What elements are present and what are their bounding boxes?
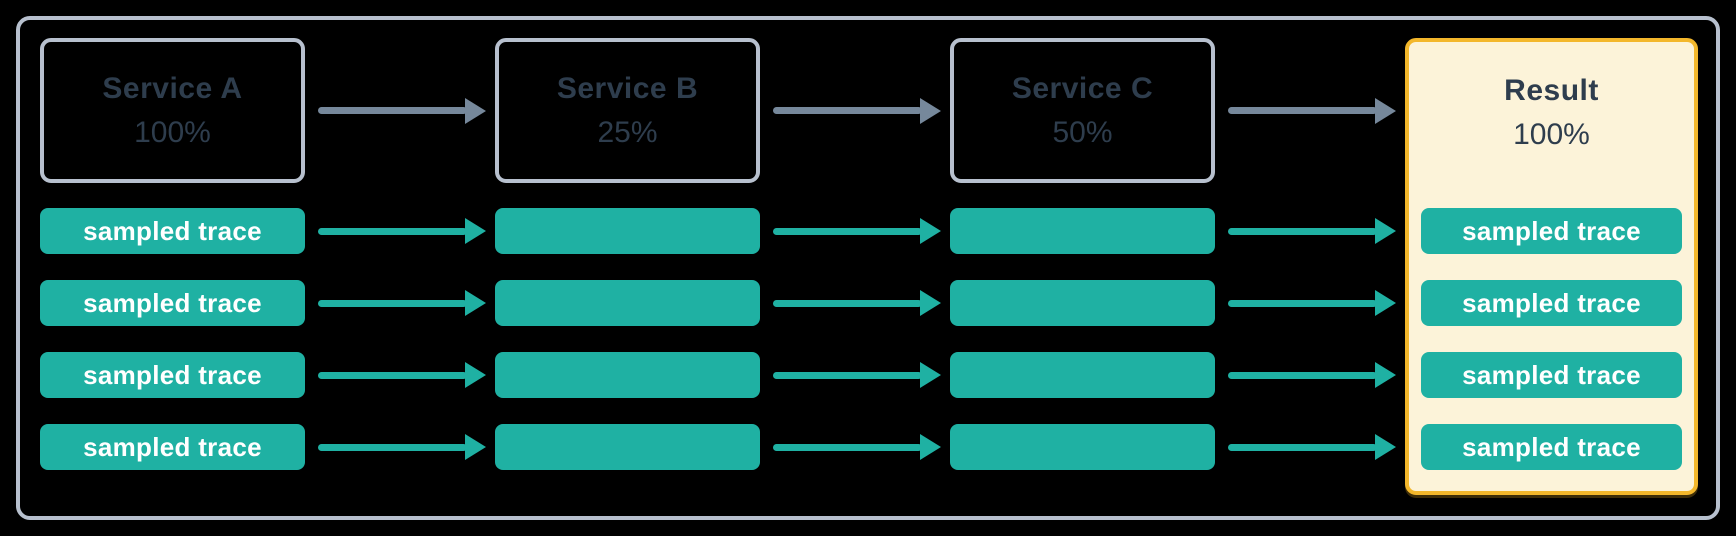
trace-bar — [495, 352, 760, 398]
arrow-right-icon — [1215, 362, 1405, 388]
header-arrow-slot — [1215, 38, 1405, 183]
trace-bar: sampled trace — [40, 352, 305, 398]
trace-bar — [495, 424, 760, 470]
service-b-box: Service B 25% — [495, 38, 760, 183]
arrow-right-icon — [305, 290, 495, 316]
service-c-title: Service C — [1011, 71, 1154, 105]
trace-bar — [950, 208, 1215, 254]
flow-gap-c-result — [1215, 38, 1405, 470]
arrow-right-icon — [305, 97, 495, 124]
arrow-right-icon — [760, 97, 950, 124]
header-arrow-slot — [305, 38, 495, 183]
arrow-right-icon — [760, 434, 950, 460]
trace-bar — [950, 424, 1215, 470]
trace-arrow-slots — [305, 208, 495, 470]
sampling-flow-diagram: Service A 100% sampled trace sampled tra… — [16, 16, 1720, 520]
arrow-right-icon — [305, 434, 495, 460]
service-a-trace-list: sampled trace sampled trace sampled trac… — [40, 208, 305, 470]
trace-bar: sampled trace — [1421, 424, 1682, 470]
trace-bar: sampled trace — [40, 208, 305, 254]
service-a-title: Service A — [102, 71, 243, 105]
trace-bar: sampled trace — [1421, 208, 1682, 254]
service-a-column: Service A 100% sampled trace sampled tra… — [40, 38, 305, 470]
result-trace-list: sampled trace sampled trace sampled trac… — [1409, 208, 1694, 470]
arrow-right-icon — [1215, 97, 1405, 124]
arrow-right-icon — [1215, 218, 1405, 244]
arrow-right-icon — [760, 290, 950, 316]
service-b-trace-list — [495, 208, 760, 470]
service-c-column: Service C 50% — [950, 38, 1215, 470]
result-sampling-rate: 100% — [1513, 117, 1590, 151]
header-arrow-slot — [760, 38, 950, 183]
trace-bar — [950, 352, 1215, 398]
arrow-right-icon — [760, 218, 950, 244]
arrow-right-icon — [1215, 290, 1405, 316]
result-title: Result — [1504, 73, 1599, 107]
trace-bar: sampled trace — [1421, 280, 1682, 326]
arrow-right-icon — [305, 218, 495, 244]
trace-bar: sampled trace — [40, 280, 305, 326]
trace-bar — [495, 208, 760, 254]
service-a-sampling-rate: 100% — [134, 115, 211, 149]
result-header: Result 100% — [1409, 42, 1694, 183]
trace-bar — [950, 280, 1215, 326]
flow-gap-b-c — [760, 38, 950, 470]
flow-gap-a-b — [305, 38, 495, 470]
service-b-title: Service B — [556, 71, 699, 105]
trace-arrow-slots — [760, 208, 950, 470]
service-c-box: Service C 50% — [950, 38, 1215, 183]
service-c-sampling-rate: 50% — [1052, 115, 1113, 149]
trace-bar: sampled trace — [1421, 352, 1682, 398]
service-a-box: Service A 100% — [40, 38, 305, 183]
arrow-right-icon — [305, 362, 495, 388]
service-b-column: Service B 25% — [495, 38, 760, 470]
service-b-sampling-rate: 25% — [597, 115, 658, 149]
service-c-trace-list — [950, 208, 1215, 470]
arrow-right-icon — [760, 362, 950, 388]
result-column: Result 100% sampled trace sampled trace … — [1405, 38, 1698, 495]
arrow-right-icon — [1215, 434, 1405, 460]
trace-arrow-slots — [1215, 208, 1405, 470]
result-box: Result 100% sampled trace sampled trace … — [1405, 38, 1698, 495]
trace-bar: sampled trace — [40, 424, 305, 470]
trace-bar — [495, 280, 760, 326]
